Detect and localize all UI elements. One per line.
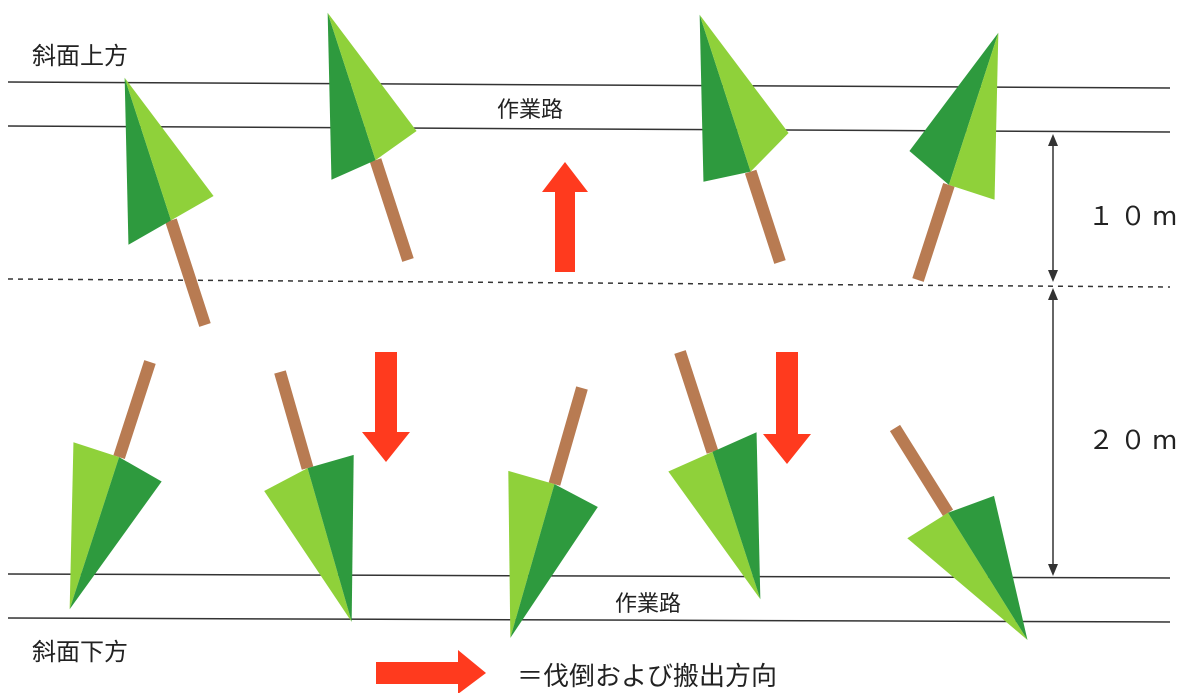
- dimension-20m: [1048, 288, 1058, 576]
- distance-20m-label: ２０m: [1088, 426, 1178, 456]
- tree-down-5: [889, 424, 1028, 641]
- arrow-up-icon: [542, 162, 588, 272]
- tree-up-1: [124, 77, 214, 327]
- road-bottom-label: 作業路: [615, 592, 682, 617]
- legend-label: ＝伐倒および搬出方向: [517, 662, 778, 692]
- tree-up-2: [327, 12, 417, 262]
- arrow-down-icon: [763, 352, 811, 464]
- downslope-label: 斜面下方: [32, 638, 128, 666]
- tree-down-4: [668, 350, 761, 600]
- road-bottom-lower-line: [7, 617, 1171, 623]
- tree-down-1: [69, 360, 162, 610]
- arrow-down-icon: [362, 352, 410, 462]
- tree-up-4: [909, 32, 999, 282]
- dimension-10m: [1048, 134, 1058, 282]
- distance-10m-label: １０m: [1088, 202, 1178, 232]
- road-top-label: 作業路: [497, 98, 564, 123]
- upslope-label: 斜面上方: [32, 42, 128, 70]
- tree-down-3: [508, 386, 598, 638]
- tree-up-3: [699, 14, 789, 264]
- legend-arrow-right-icon: [376, 650, 486, 694]
- tree-down-2: [264, 370, 354, 622]
- divider-dashed-line: [7, 278, 1171, 288]
